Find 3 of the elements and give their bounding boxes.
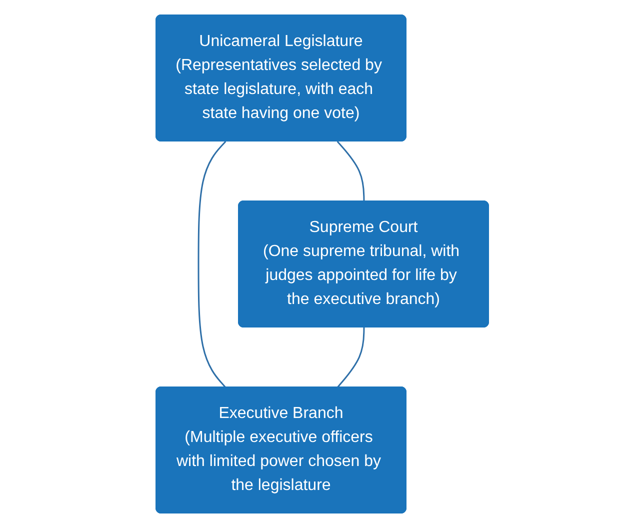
connector [336, 327, 364, 388]
connector [198, 141, 226, 388]
connector [336, 141, 364, 202]
